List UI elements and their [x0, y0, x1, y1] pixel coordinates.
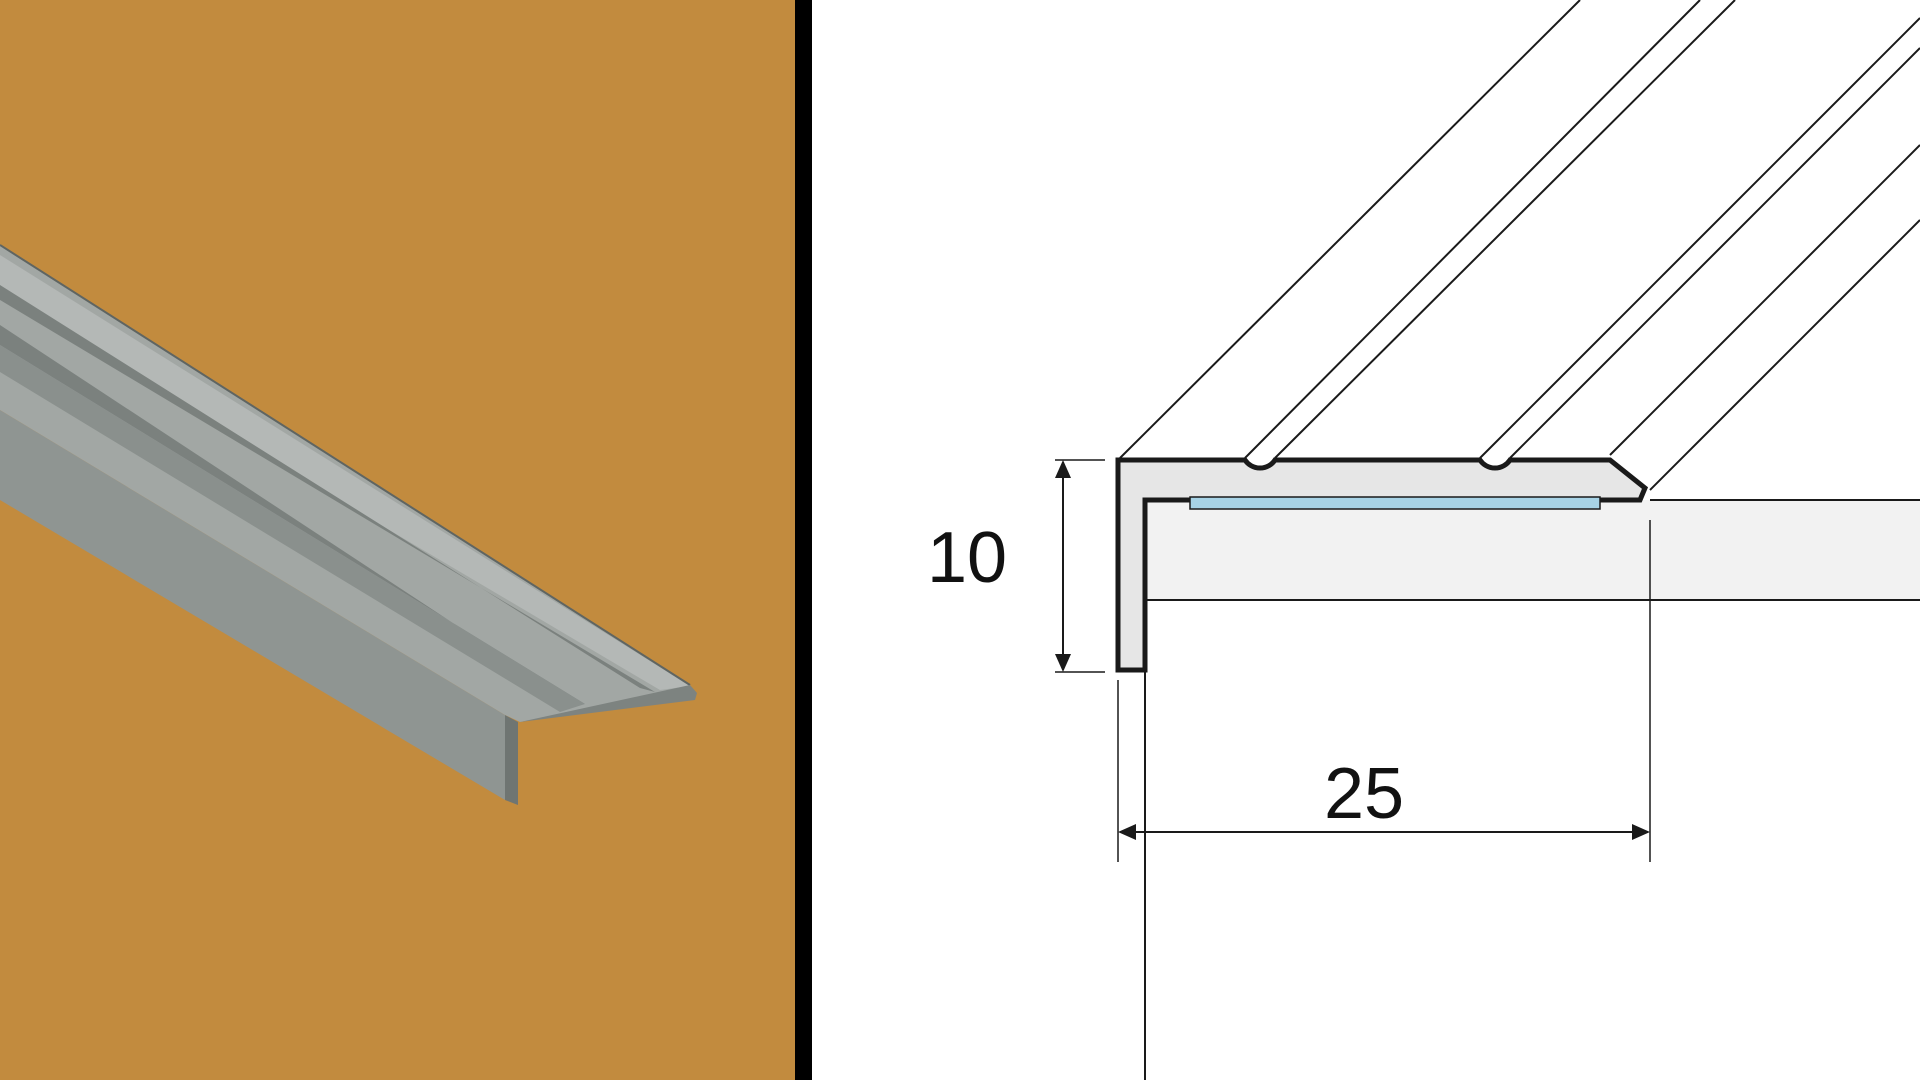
profile-top-edge — [0, 244, 691, 686]
height-dimension-label: 10 — [927, 518, 1007, 598]
technical-drawing-panel: 10 25 — [812, 0, 1920, 1080]
perspective-line-3 — [1274, 0, 1736, 459]
profile-cross-section-drawing: 10 25 — [927, 0, 1920, 1080]
profile-leg-edge — [505, 715, 518, 805]
adhesive-tape — [1189, 496, 1601, 510]
product-photo-panel — [0, 0, 795, 1080]
perspective-line-5 — [1509, 47, 1920, 459]
aluminium-stair-nosing-photo — [0, 0, 795, 1080]
perspective-line-4 — [1479, 17, 1920, 459]
profile-outline — [1115, 457, 1649, 673]
perspective-line-7 — [1649, 219, 1920, 491]
step-top-face — [1145, 500, 1920, 600]
perspective-line-2 — [1244, 0, 1701, 459]
width-arrow-left — [1118, 824, 1136, 840]
width-dimension-label: 25 — [1324, 754, 1404, 834]
profile-front-lip — [520, 685, 697, 722]
perspective-line-1 — [1119, 0, 1581, 459]
panel-divider — [795, 0, 812, 1080]
profile-rib-shade — [0, 345, 585, 712]
width-arrow-right — [1632, 824, 1650, 840]
perspective-line-6 — [1609, 144, 1920, 456]
height-arrow-bottom — [1055, 654, 1071, 672]
profile-top-band — [0, 255, 690, 690]
profile-vertical-leg — [0, 410, 505, 800]
height-arrow-top — [1055, 460, 1071, 478]
